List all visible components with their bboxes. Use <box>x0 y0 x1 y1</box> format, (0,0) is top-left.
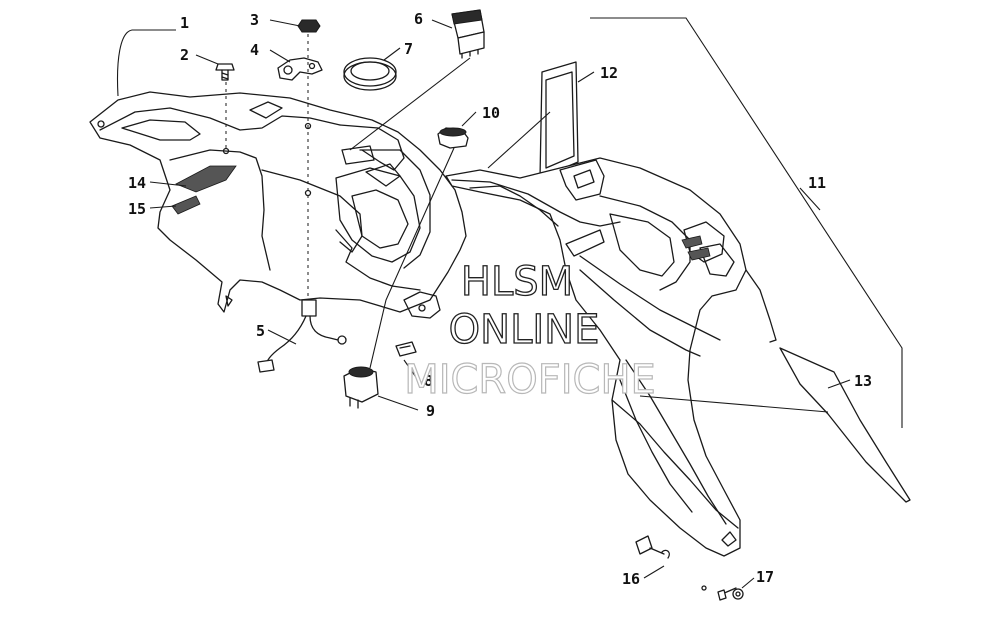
callout-12: 12 <box>600 64 618 82</box>
harness-part-5 <box>257 299 347 373</box>
callout-11: 11 <box>808 174 826 192</box>
watermark-line-3: MICROFICHE <box>404 357 656 403</box>
callout-5: 5 <box>256 322 265 340</box>
bolt-part-2 <box>215 63 235 81</box>
nut-part-3 <box>297 19 321 33</box>
callout-9: 9 <box>426 402 435 420</box>
callout-6: 6 <box>414 10 423 28</box>
callout-2: 2 <box>180 46 189 64</box>
watermark-line-1: HLSM <box>461 259 573 305</box>
flap-part-13 <box>779 347 911 503</box>
switch-part-6 <box>451 9 485 59</box>
callout-10: 10 <box>482 104 500 122</box>
side-panel-part-11 <box>445 61 777 591</box>
watermark-line-2: ONLINE <box>449 307 600 353</box>
callout-7: 7 <box>404 40 413 58</box>
callout-14: 14 <box>128 174 146 192</box>
ignition-part-9 <box>343 366 379 409</box>
callouts: 1 2 3 4 5 6 7 8 9 10 11 12 13 14 15 16 1… <box>128 10 872 588</box>
fastener-part-17 <box>717 587 744 601</box>
clip-part-16 <box>635 535 670 559</box>
callout-13: 13 <box>854 372 872 390</box>
clip-part-8 <box>395 341 417 357</box>
cap-part-10 <box>437 127 469 149</box>
leader-lines <box>117 17 903 589</box>
callout-1: 1 <box>180 14 189 32</box>
assembly-lines <box>225 34 309 300</box>
watermark: HLSM ONLINE MICROFICHE <box>404 258 657 403</box>
callout-8: 8 <box>424 372 433 390</box>
console-panel-part-1 <box>89 91 467 319</box>
ring-part-7 <box>343 57 397 91</box>
callout-15: 15 <box>128 200 146 218</box>
callout-16: 16 <box>622 570 640 588</box>
callout-17: 17 <box>756 568 774 586</box>
bracket-part-4 <box>277 57 323 81</box>
callout-3: 3 <box>250 11 259 29</box>
callout-4: 4 <box>250 41 259 59</box>
